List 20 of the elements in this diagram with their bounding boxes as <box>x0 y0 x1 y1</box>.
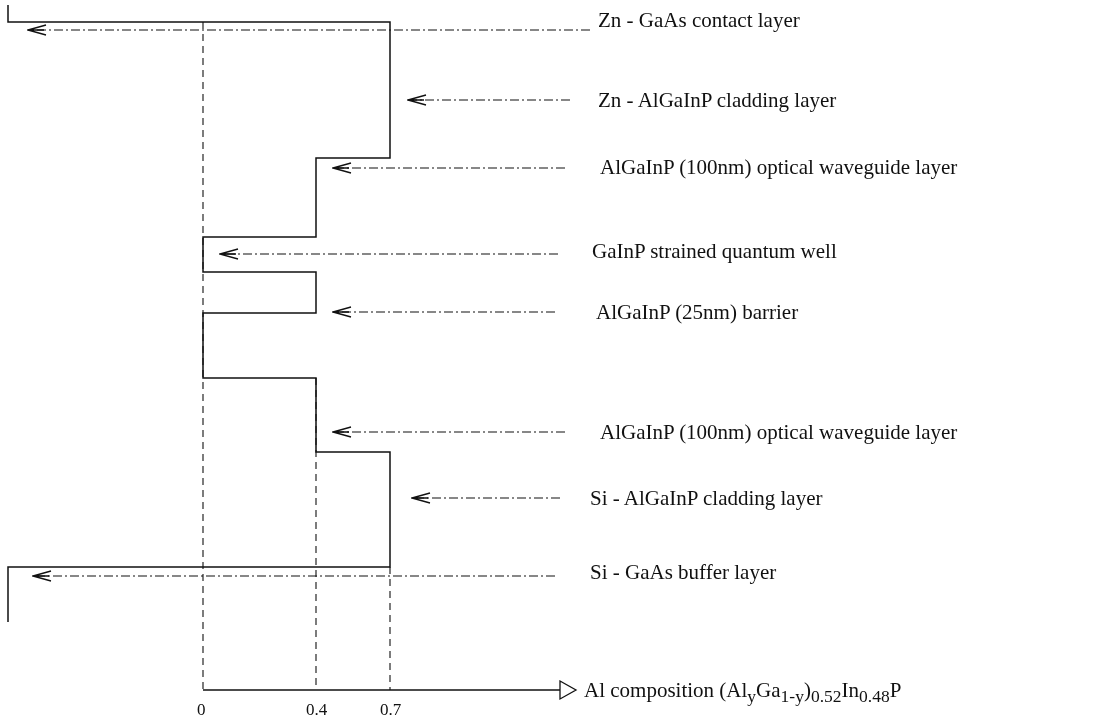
layer-label: AlGaInP (25nm) barrier <box>596 300 799 324</box>
layer-label: Si - GaAs buffer layer <box>590 560 777 584</box>
leader-line <box>32 570 556 582</box>
layer-label: AlGaInP (100nm) optical waveguide layer <box>600 420 958 444</box>
leader-line <box>411 492 561 504</box>
tick-label: 0.4 <box>306 699 328 721</box>
tick-label: 0 <box>197 699 206 721</box>
leader-line <box>407 94 571 106</box>
leader-line <box>219 248 559 260</box>
leader-line <box>332 306 556 318</box>
leader-line <box>332 162 566 174</box>
layer-label: AlGaInP (100nm) optical waveguide layer <box>600 155 958 179</box>
layer-label: GaInP strained quantum well <box>592 239 837 263</box>
layer-label: Zn - GaAs contact layer <box>598 8 800 32</box>
leader-line <box>332 426 566 438</box>
tick-label: 0.7 <box>380 699 402 721</box>
layer-label: Zn - AlGaInP cladding layer <box>598 88 837 112</box>
axis-title: Al composition (Al$_{y}$Ga$_{1-y}$)$_{0.52}$In$_{0.48}$P <box>584 678 902 709</box>
layer-label: Si - AlGaInP cladding layer <box>590 486 823 510</box>
leader-line <box>27 24 591 36</box>
